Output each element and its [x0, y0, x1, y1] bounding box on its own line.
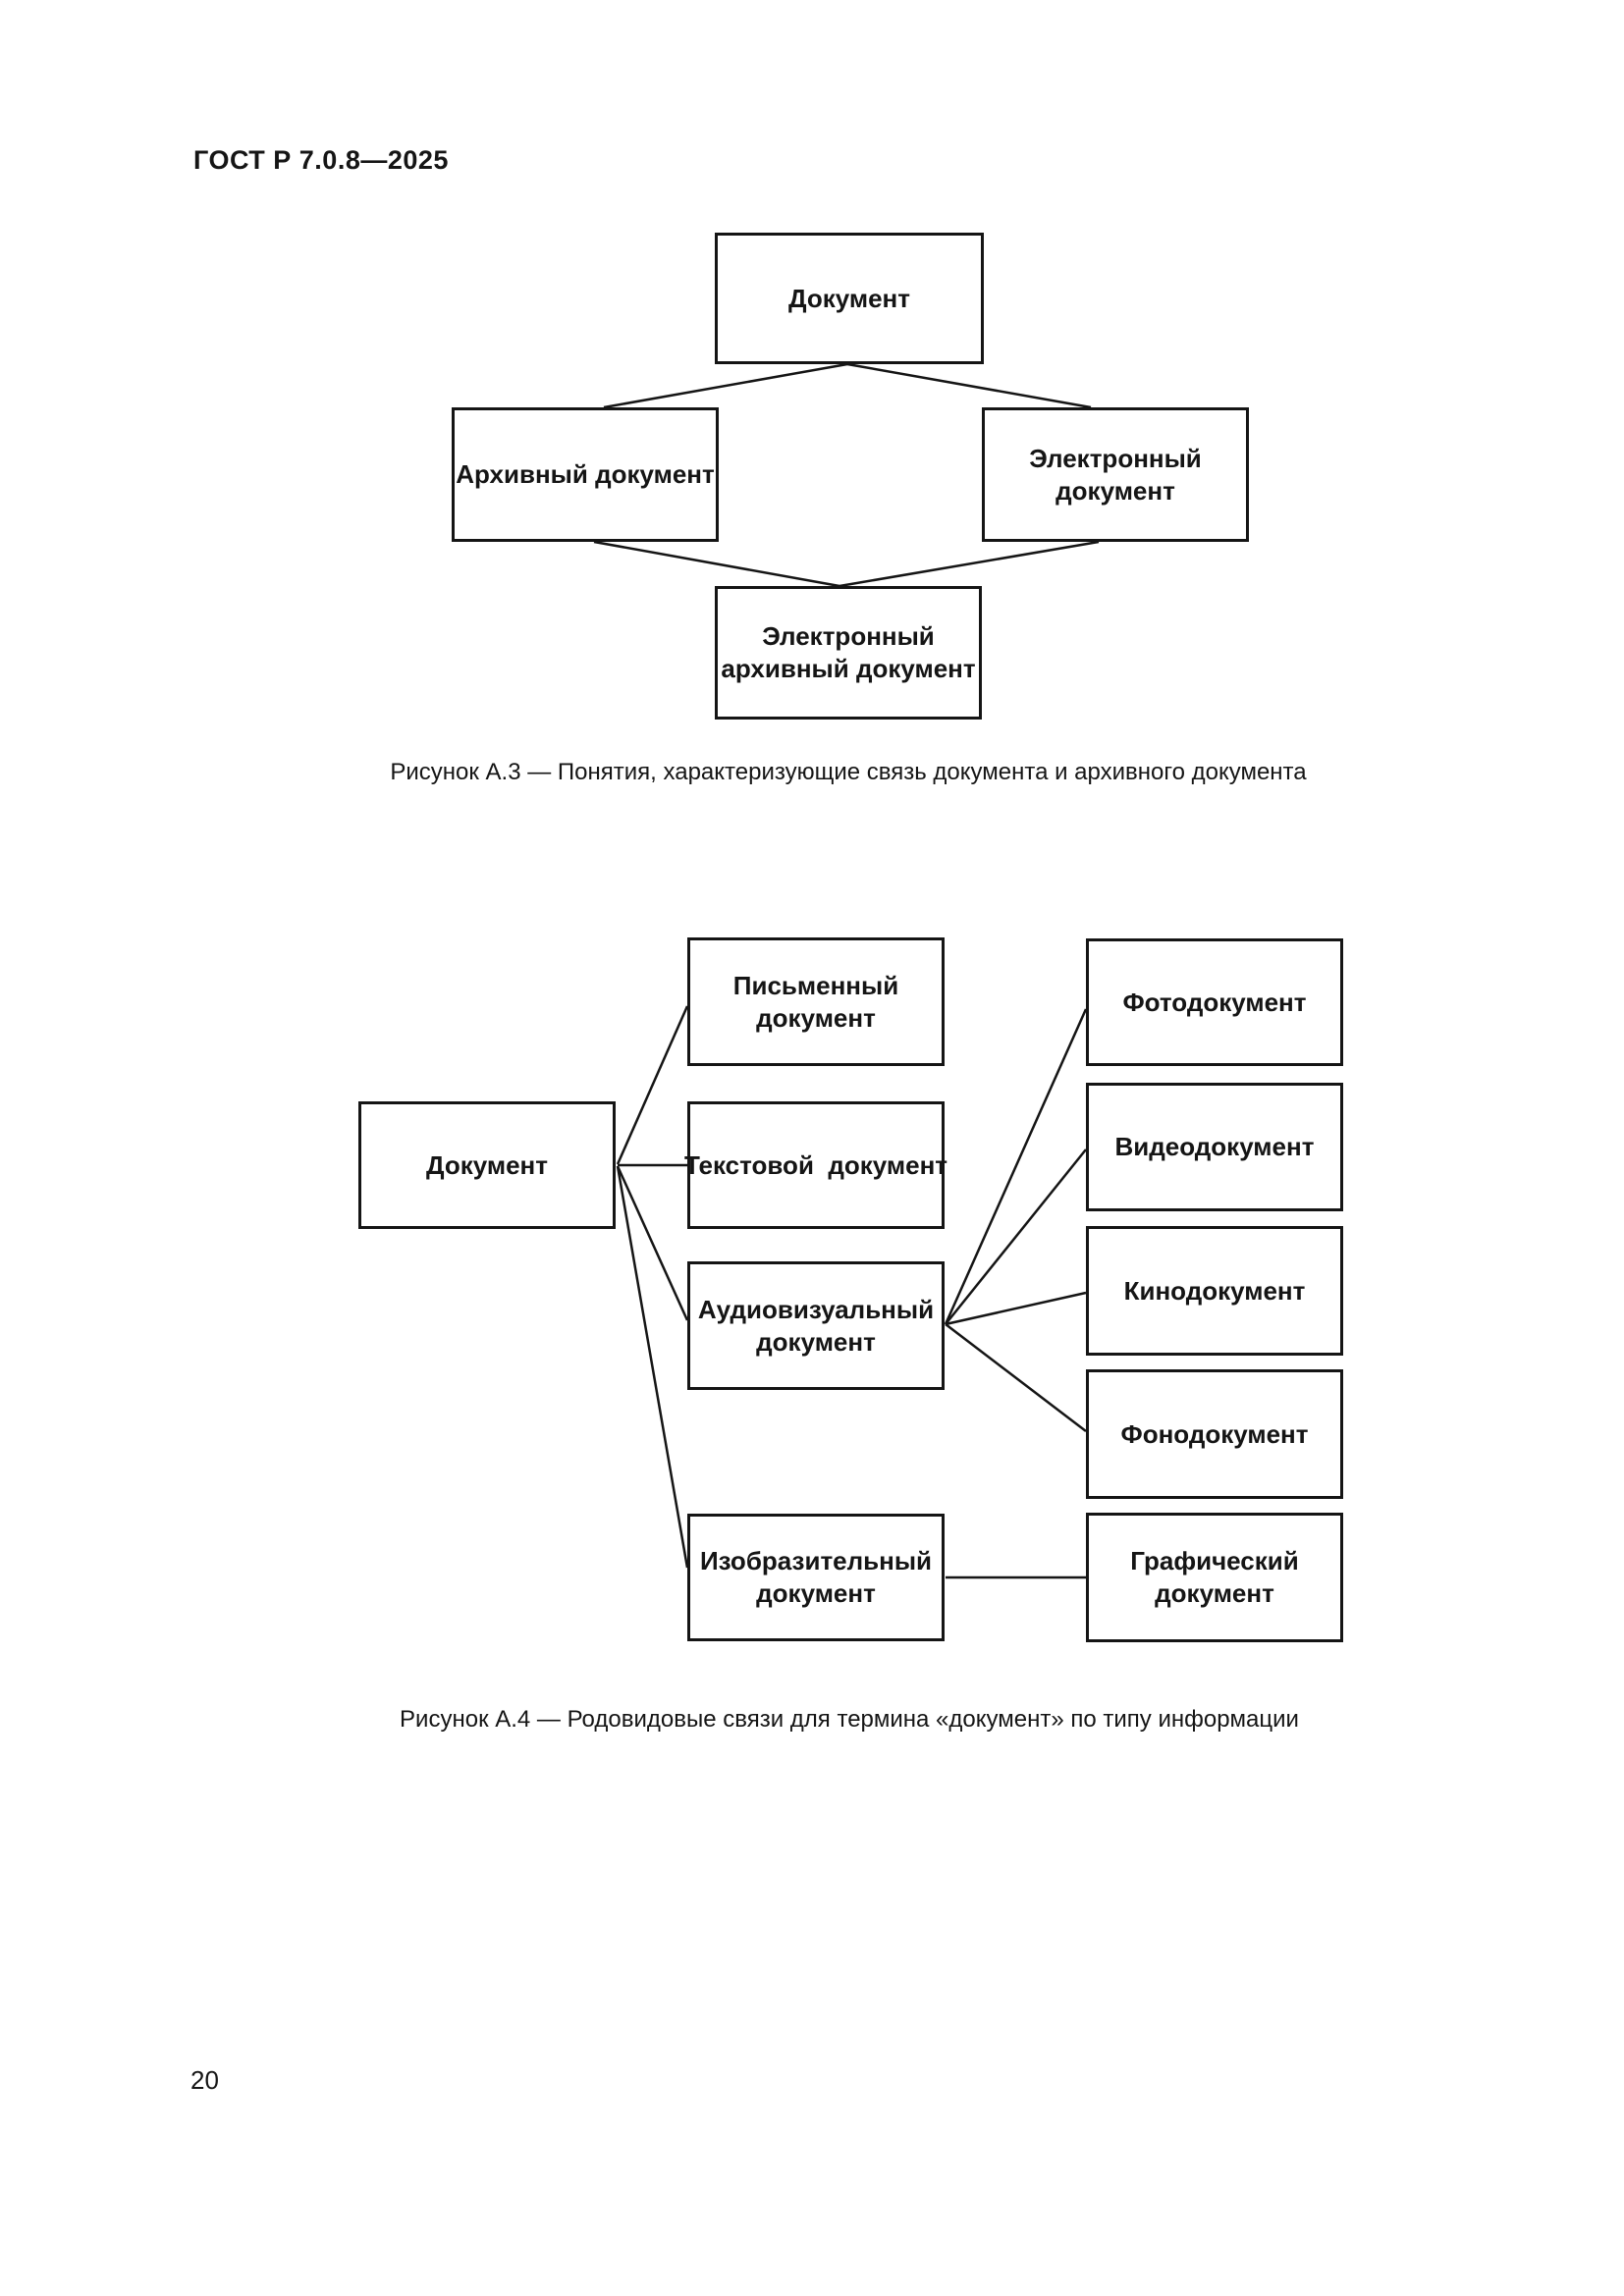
figure-a4-node-film-document: Кинодокумент: [1086, 1226, 1343, 1356]
node-label-line: Электронный: [1029, 443, 1202, 473]
figure-a3-edge-archival-document-electronic-archival-document: [593, 540, 840, 588]
node-label-line: документ: [1056, 475, 1175, 506]
node-label-line: Архивный документ: [456, 459, 715, 489]
node-label-line: архивный документ: [721, 654, 976, 683]
figure-a3-node-archival-document: Архивный документ: [452, 407, 719, 542]
figure-a4-node-document: Документ: [358, 1101, 616, 1229]
figure-a4-node-pictorial-document: Изобразительный документ: [687, 1514, 945, 1641]
figure-a4-edge-audiovisual-document-film-document: [945, 1291, 1087, 1326]
figure-a4-node-video-document: Видеодокумент: [1086, 1083, 1343, 1211]
figure-a4-edge-document-audiovisual-document: [616, 1165, 689, 1321]
figure-a4-node-text-document: Текстовой документ: [683, 1101, 948, 1229]
node-label-line: Фонодокумент: [1120, 1418, 1309, 1449]
figure-a3-node-electronic-archival-document: Электронный архивный документ: [715, 586, 982, 720]
node-label-line: Письменный: [732, 970, 899, 1000]
node-label-line: документ: [756, 1326, 876, 1357]
node-label-line: Аудиовизуальный: [697, 1294, 935, 1324]
figure-a4-node-phono-document: Фонодокумент: [1086, 1369, 1343, 1499]
figure-a4-caption: Рисунок А.4 — Родовидовые связи для терм…: [400, 1706, 1299, 1733]
node-label-line: Фотодокумент: [1122, 987, 1307, 1017]
figure-a4-edge-document-pictorial-document: [616, 1165, 689, 1569]
figure-a4-node-photo-document: Фотодокумент: [1086, 938, 1343, 1066]
figure-a3-edge-electronic-document-electronic-archival-document: [839, 540, 1100, 588]
node-label-line: Кинодокумент: [1123, 1275, 1306, 1306]
node-label-line: Графический: [1130, 1546, 1299, 1575]
figure-a3-node-document: Документ: [715, 233, 984, 364]
figure-a4-node-graphic-document: Графический документ: [1086, 1513, 1343, 1642]
node-label-line: Электронный: [762, 621, 935, 651]
node-label-line: Изобразительный: [699, 1546, 933, 1575]
node-label-line: Видеодокумент: [1114, 1132, 1315, 1161]
figure-a3-edge-document-archival-document: [603, 362, 848, 409]
node-label-line: документ: [1155, 1578, 1274, 1608]
figure-a4-edge-audiovisual-document-phono-document: [945, 1323, 1087, 1432]
figure-a4-edge-audiovisual-document-photo-document: [944, 1008, 1088, 1325]
node-label-line: документ: [756, 1578, 876, 1608]
figure-a3-caption: Рисунок А.3 — Понятия, характеризующие с…: [390, 759, 1307, 785]
figure-a4-edge-document-written-document: [616, 1005, 689, 1165]
figure-a3-edge-document-electronic-document: [846, 362, 1092, 409]
document-header-title: ГОСТ Р 7.0.8—2025: [193, 145, 449, 175]
node-label-line: Документ: [788, 283, 910, 313]
page-number: 20: [190, 2065, 219, 2095]
node-label-line: документ: [756, 1002, 876, 1033]
figure-a4-edge-audiovisual-document-video-document: [945, 1148, 1087, 1325]
node-label-line: Текстовой документ: [683, 1149, 948, 1180]
node-label-line: Документ: [426, 1149, 548, 1180]
